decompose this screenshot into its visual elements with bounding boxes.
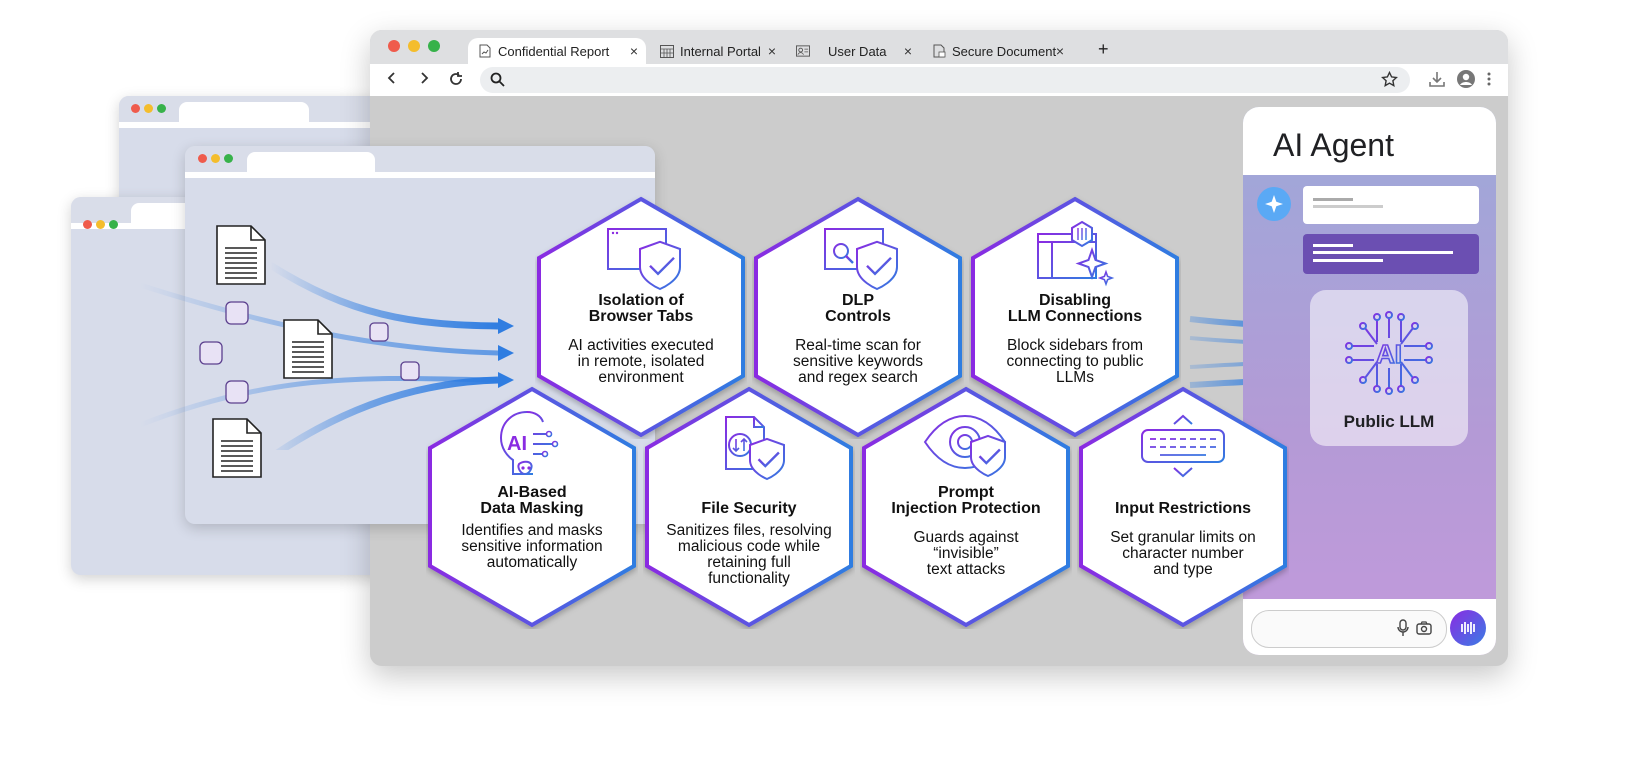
minimize-window-dot[interactable] [408,40,420,52]
file-sync-shield-icon [704,415,794,481]
profile-avatar-icon[interactable] [1456,69,1476,94]
document-icon [216,225,266,285]
document-icon [283,319,333,379]
public-llm-card: AI Public LLM [1310,290,1468,446]
close-tab-icon[interactable]: × [1055,43,1064,59]
eye-shield-icon [921,411,1011,479]
sidebar-sparkle-icon [1030,217,1120,289]
feature-title: File Security [701,500,797,517]
hexagon-shape [862,386,1070,628]
hexagon-shape [537,196,745,438]
ai-circuit-icon: AI [1342,306,1436,405]
tab-label: User Data [828,43,887,59]
hexagon-shape [645,386,853,628]
browser-toolbar [370,64,1508,96]
tab-label: Internal Portal [680,43,761,59]
close-tab-icon[interactable]: × [629,43,638,59]
close-window-dot[interactable] [388,40,400,52]
chat-bubble-incoming [1303,186,1479,224]
calendar-grid-icon [660,44,674,58]
isolated-browser-shield-icon [596,225,686,291]
maximize-window-dot[interactable] [428,40,440,52]
svg-text:AI: AI [507,433,527,455]
ai-agent-panel: AI Agent AI Public LLM [1243,107,1496,655]
new-tab-button[interactable]: + [1098,39,1109,59]
keyboard-limit-icon [1138,411,1228,483]
tab-confidential-report[interactable]: Confidential Report × [468,38,646,64]
search-shield-icon [813,225,903,291]
feature-hex-input-restrictions: Input Restrictions Set granular limits o… [1077,385,1289,629]
camera-icon[interactable] [1416,621,1432,640]
hexagon-shape [971,196,1179,438]
search-icon [490,72,505,92]
download-icon[interactable] [1428,70,1446,93]
chat-input[interactable] [1251,610,1447,648]
tab-secure-document[interactable]: Secure Document × [922,38,1072,64]
back-arrow-icon[interactable] [386,71,398,90]
close-tab-icon[interactable]: × [903,43,912,59]
id-card-icon [796,44,810,58]
hexagon-shape [1079,386,1287,628]
more-options-icon[interactable] [1486,71,1492,92]
tab-bar: Confidential Report × Internal Portal × … [370,30,1508,64]
close-tab-icon[interactable]: × [767,43,776,59]
svg-text:AI: AI [1376,339,1402,369]
feature-title: Input Restrictions [1114,500,1251,517]
document-icon [212,418,262,478]
microphone-icon[interactable] [1397,619,1409,642]
address-bar[interactable] [480,67,1410,93]
bookmark-star-icon[interactable] [1381,70,1398,93]
feature-hex-file-security: File Security Sanitizes files, resolving… [643,385,855,629]
feature-description: Guards against“invisible”text attacks [913,529,1019,578]
public-llm-label: Public LLM [1343,412,1435,431]
hexagon-shape [428,386,636,628]
tab-label: Confidential Report [498,43,610,59]
tab-label: Secure Document [952,43,1057,59]
hexagon-shape [754,196,962,438]
secure-doc-icon [932,44,946,58]
tab-internal-portal[interactable]: Internal Portal × [650,38,784,64]
forward-arrow-icon[interactable] [418,71,430,90]
ai-agent-title: AI Agent [1273,127,1394,163]
ai-brain-mask-icon: AI [487,403,577,475]
voice-send-button[interactable] [1450,610,1486,651]
document-chart-icon [478,44,492,58]
reload-icon[interactable] [448,71,464,92]
chat-bubble-outgoing [1303,234,1479,274]
sparkle-icon [1256,186,1292,227]
tab-user-data[interactable]: User Data × [786,38,920,64]
